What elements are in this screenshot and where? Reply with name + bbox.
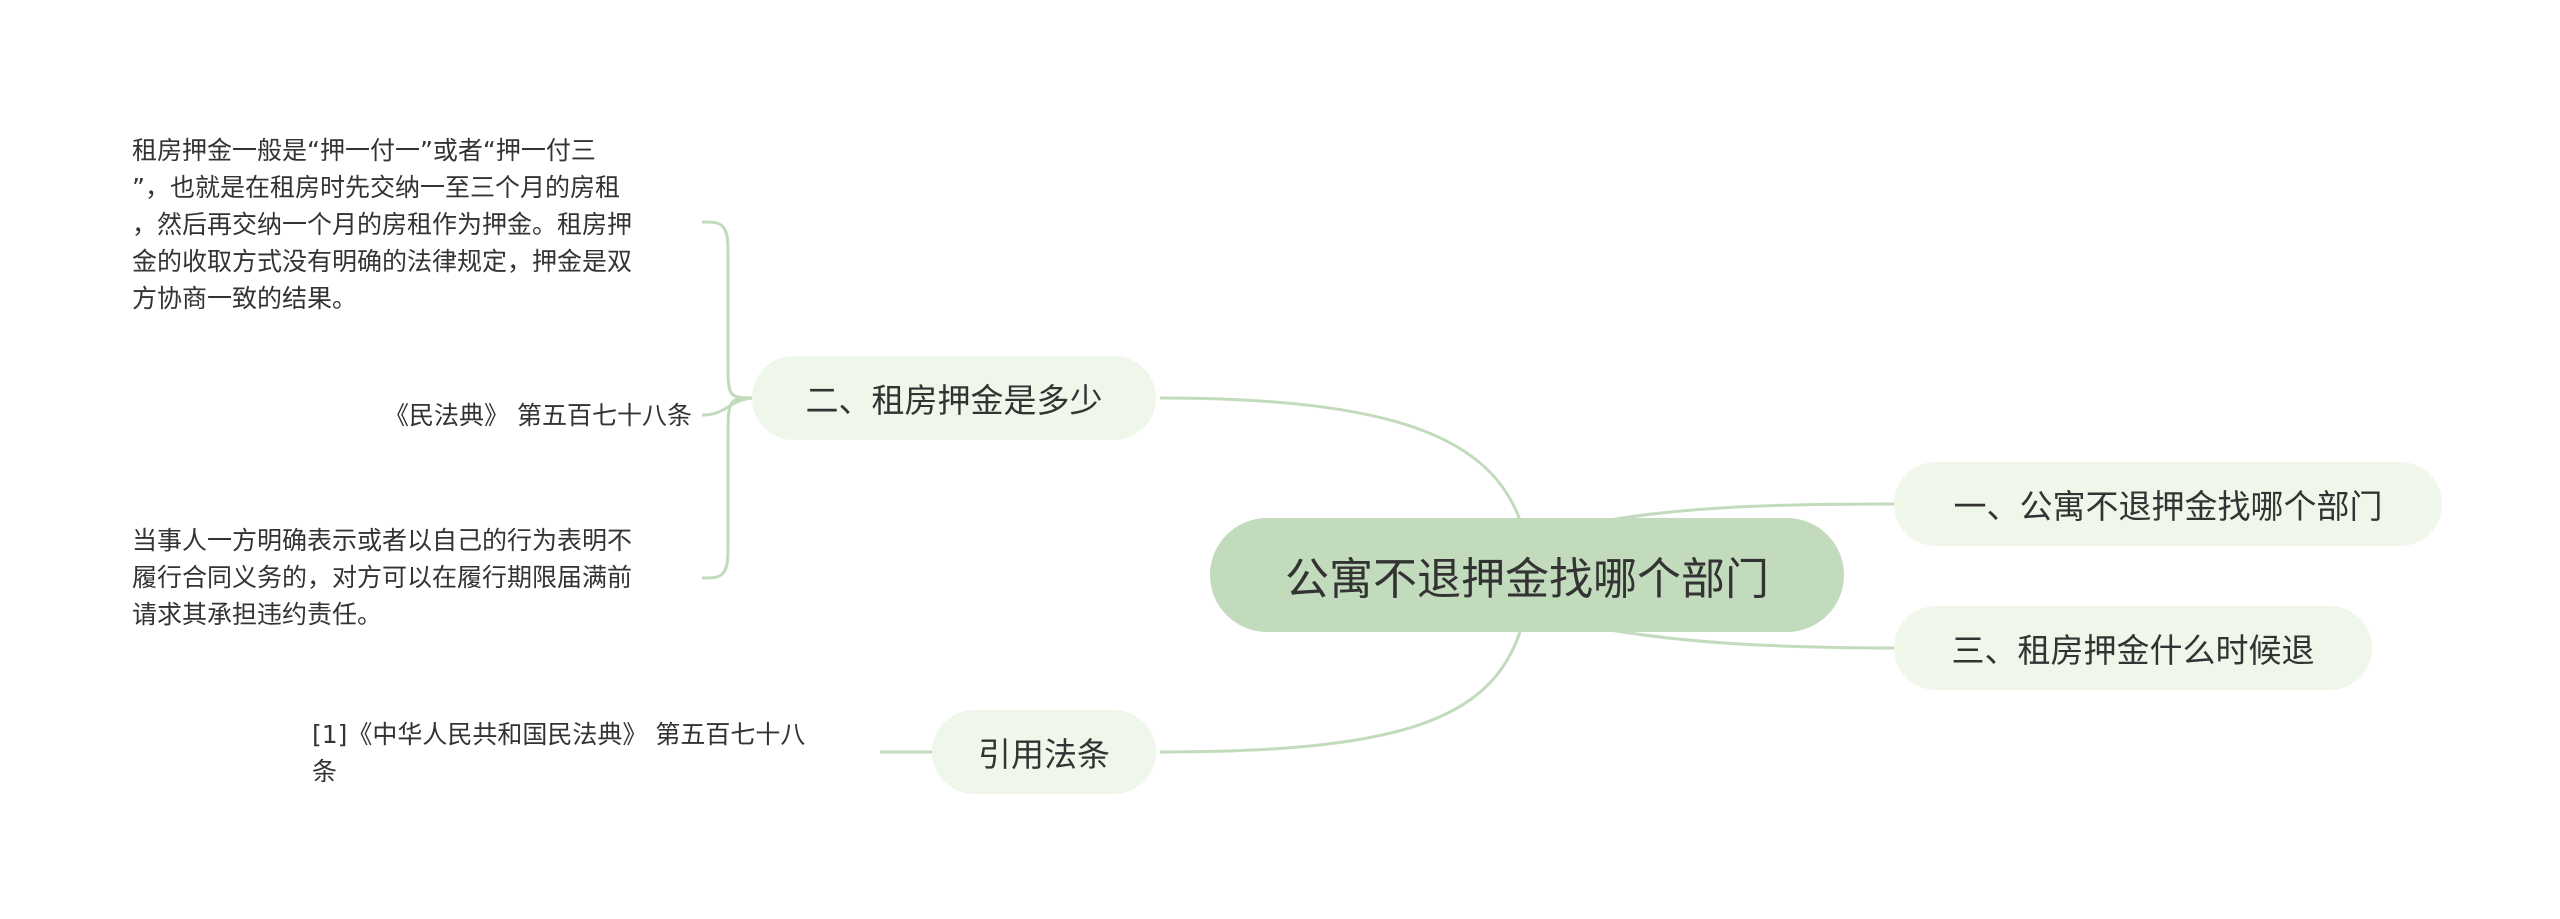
branch-department-label: 一、公寓不退押金找哪个部门 <box>1953 487 2383 526</box>
branch-refund-time-label: 三、租房押金什么时候退 <box>1951 631 2315 670</box>
central-topic[interactable]: 公寓不退押金找哪个部门 <box>1210 518 1844 632</box>
branch-cited-laws-label: 引用法条 <box>978 735 1110 774</box>
leaf-civil-code-article[interactable]: 《民法典》 第五百七十八条 <box>300 397 692 434</box>
leaf-line: [1]《中华人民共和国民法典》 第五百七十八 <box>312 720 806 749</box>
leaf-line: ，然后再交纳一个月的房租作为押金。租房押 <box>132 210 633 239</box>
leaf-line: 金的收取方式没有明确的法律规定，押金是双 <box>132 247 633 276</box>
branch-deposit-amount[interactable]: 二、租房押金是多少 <box>752 356 1156 440</box>
link-b2-bracket <box>701 220 757 400</box>
leaf-deposit-explanation[interactable]: 租房押金一般是“押一付一”或者“押一付三 ”，也就是在租房时先交纳一至三个月的房… <box>132 132 692 317</box>
leaf-line: 方协商一致的结果。 <box>132 284 358 313</box>
branch-deposit-amount-label: 二、租房押金是多少 <box>805 381 1103 420</box>
leaf-line: 当事人一方明确表示或者以自己的行为表明不 <box>132 526 633 555</box>
leaf-line: 履行合同义务的，对方可以在履行期限届满前 <box>132 563 633 592</box>
leaf-line: 请求其承担违约责任。 <box>132 600 383 629</box>
link-root-b3 <box>1609 628 1901 650</box>
branch-department[interactable]: 一、公寓不退押金找哪个部门 <box>1894 462 2442 546</box>
branch-cited-laws[interactable]: 引用法条 <box>932 710 1156 794</box>
link-root-b1 <box>1609 502 1901 522</box>
link-b2-leaf3 <box>701 396 757 580</box>
leaf-line: 《民法典》 第五百七十八条 <box>384 401 692 430</box>
central-topic-label: 公寓不退押金找哪个部门 <box>1285 554 1769 605</box>
leaf-line: 租房押金一般是“押一付一”或者“押一付三 <box>132 136 596 165</box>
link-root-b2 <box>1159 396 1522 521</box>
branch-refund-time[interactable]: 三、租房押金什么时候退 <box>1894 606 2372 690</box>
link-root-b4 <box>1159 631 1522 754</box>
leaf-citation[interactable]: [1]《中华人民共和国民法典》 第五百七十八 条 <box>312 716 872 790</box>
leaf-line: 条 <box>312 757 338 786</box>
leaf-line: ”，也就是在租房时先交纳一至三个月的房租 <box>132 173 620 202</box>
leaf-breach-liability[interactable]: 当事人一方明确表示或者以自己的行为表明不 履行合同义务的，对方可以在履行期限届满… <box>132 522 692 633</box>
